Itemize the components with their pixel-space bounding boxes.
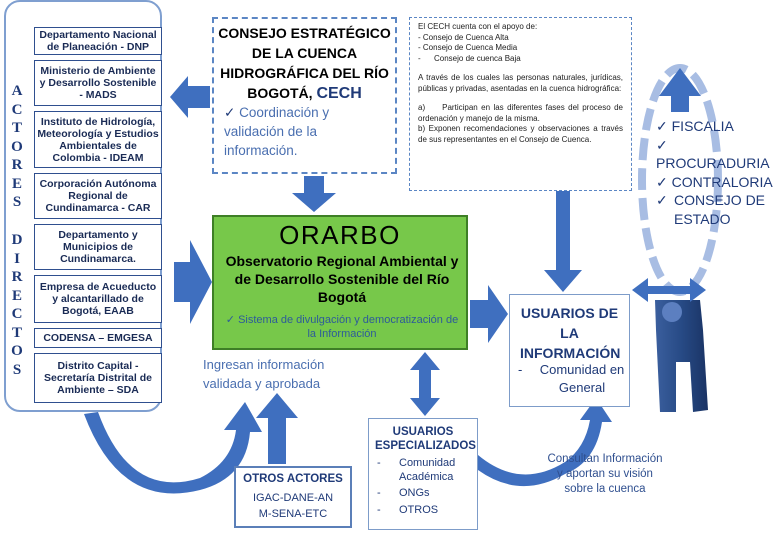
- list-item: ✓ FISCALIA: [656, 118, 734, 134]
- list-item: ✓ CONTRALORIA: [656, 173, 773, 190]
- arrow-control-up: [659, 68, 701, 112]
- otros-actores-body: IGAC-DANE-ANM-SENA-ETC: [252, 492, 334, 520]
- arrow-curved-users: [478, 398, 612, 487]
- cech-info-box: El CECH cuenta con el apoyo de: - Consej…: [409, 17, 632, 191]
- actor-codensa: CODENSA – EMGESA: [34, 328, 162, 348]
- info-item-b: b) Exponen recomendaciones y observacion…: [418, 124, 623, 144]
- actor-mads: Ministerio de Ambiente y Desarrollo Sost…: [34, 60, 162, 106]
- orarbo-subtitle: Observatorio Regional Ambiental y de Des…: [225, 253, 459, 305]
- check-icon: ✓: [224, 105, 236, 120]
- arrow-users-figure: [632, 278, 706, 302]
- check-icon: ✓: [656, 173, 668, 190]
- directos-vertical-label: DIRECTOS: [11, 232, 23, 378]
- list-item: ONGs: [399, 487, 430, 499]
- arrow-consejo-to-actors: [170, 76, 210, 118]
- usuarios-informacion-box: USUARIOS DE LA INFORMACIÓN -Comunidad en…: [509, 294, 630, 407]
- arrow-otros-up: [256, 393, 298, 464]
- orarbo-title: ORARBO: [279, 220, 401, 250]
- info-support-alta: - Consejo de Cuenca Alta: [418, 32, 509, 42]
- arrow-info-to-users: [544, 191, 582, 292]
- list-item: ✓ PROCURADURIA: [656, 136, 770, 172]
- arrow-orarbo-to-users: [470, 285, 508, 343]
- consultan-text: Consultan Información y aportan su visió…: [547, 453, 663, 495]
- arrow-curved-actors: [84, 402, 262, 494]
- orarbo-box: ORARBO Observatorio Regional Ambiental y…: [212, 215, 468, 350]
- info-support-media: - Consejo de Cuenca Media: [418, 43, 518, 52]
- usuarios-especializados-box: USUARIOS ESPECIALIZADOS -Comunidad Acadé…: [368, 418, 478, 530]
- info-intro: El CECH cuenta con el apoyo de:: [418, 22, 538, 31]
- magnifier-figure-icon: [655, 300, 708, 412]
- actor-sda: Distrito Capital - Secretaría Distrital …: [34, 353, 162, 403]
- actor-eaab: Empresa de Acueducto y alcantarillado de…: [34, 275, 162, 323]
- usuarios-especializados-list: -Comunidad Académica -ONGs -OTROS: [377, 457, 477, 517]
- actor-ideam: Instituto de Hidrología, Meteorología y …: [34, 111, 162, 168]
- consejo-title: CONSEJO ESTRATÉGICO DE LA CUENCA HIDROGR…: [218, 25, 391, 102]
- check-icon: ✓: [656, 136, 668, 153]
- otros-actores-title: OTROS ACTORES: [243, 473, 343, 485]
- list-item: ✓CONSEJO DE ESTADO: [656, 192, 766, 227]
- consejo-box: CONSEJO ESTRATÉGICO DE LA CUENCA HIDROGR…: [212, 17, 397, 174]
- orarbo-note: ✓ Sistema de divulgación y democratizaci…: [225, 314, 459, 340]
- check-icon: ✓: [656, 118, 668, 134]
- consejo-body: ✓ Coordinación y validación de la inform…: [224, 105, 330, 158]
- info-support-baja: - Consejo de cuenca Baja: [418, 53, 521, 63]
- info-paragraph: A través de los cuales las personas natu…: [418, 73, 623, 93]
- cech-acronym: CECH: [316, 85, 362, 102]
- check-icon: ✓: [656, 192, 668, 208]
- arrow-orarbo-specialized: [410, 352, 440, 416]
- info-item-a: a) Participan en las diferentes fases de…: [418, 103, 626, 123]
- usuarios-especializados-title: USUARIOS ESPECIALIZADOS: [375, 426, 476, 452]
- check-icon: ✓: [225, 314, 236, 326]
- list-item: OTROS: [399, 503, 439, 516]
- usuarios-informacion-title: USUARIOS DE LA INFORMACIÓN: [520, 305, 621, 361]
- arrow-actors-to-orarbo: [174, 240, 212, 324]
- list-item: Comunidad Académica: [399, 457, 456, 483]
- usuarios-informacion-item: -Comunidad en General: [518, 362, 625, 395]
- actor-car: Corporación Autónoma Regional de Cundina…: [34, 173, 162, 219]
- actors-vertical-label: ACTORES: [11, 83, 23, 210]
- control-entities-list: ✓ FISCALIA ✓ PROCURADURIA ✓ CONTRALORIA …: [656, 117, 774, 228]
- actor-departamento: Departamento y Municipios de Cundinamarc…: [34, 224, 162, 270]
- actor-dnp: Departamento Nacional de Planeación - DN…: [34, 27, 162, 55]
- ingresan-text: Ingresan información validada y aprobada: [203, 357, 325, 391]
- otros-actores-box: OTROS ACTORES IGAC-DANE-ANM-SENA-ETC: [234, 466, 352, 528]
- arrow-consejo-down: [292, 176, 336, 212]
